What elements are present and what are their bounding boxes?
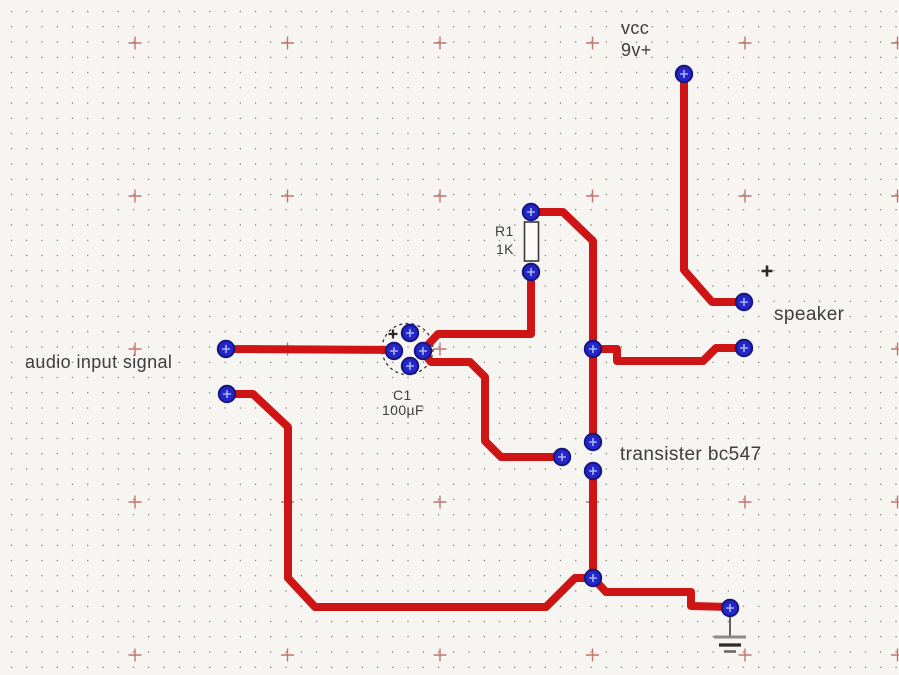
grid-cross-marker [281, 189, 294, 203]
pad-drill-cross-emitter-junction-pad [589, 574, 597, 582]
pad-drill-cross-audio-return-pad [223, 390, 231, 398]
pad-drill-cross-ground-pad [726, 604, 734, 612]
grid-cross-marker [128, 648, 142, 662]
grid-cross-marker [281, 36, 294, 50]
grid-cross-marker [891, 648, 899, 662]
copper-trace-c1-to-base [419, 349, 562, 461]
grid-cross-marker [128, 495, 142, 509]
pad-drill-cross-c1-bottom-pad [406, 362, 414, 370]
pad-drill-cross-junction-pad [589, 345, 597, 353]
copper-trace-c1-to-r1 [420, 272, 535, 353]
grid-cross-marker [586, 648, 599, 662]
pad-drill-cross-c1-top-pad [406, 329, 414, 337]
pad-drill-cross-transistor-base-pad [558, 453, 566, 461]
grid-cross-marker [891, 495, 899, 509]
grid-cross-marker [738, 36, 752, 50]
grid-cross-marker [433, 342, 447, 356]
grid-cross-marker [281, 648, 294, 662]
copper-trace-junction-to-speaker [593, 344, 744, 365]
pad-drill-cross-audio-signal-pad [222, 345, 230, 353]
c1-value-label: 100µF [382, 402, 424, 418]
grid-cross-marker [433, 36, 447, 50]
pad-drill-cross-r1-bottom-pad [527, 268, 535, 276]
copper-trace-audio-to-c1 [225, 345, 395, 354]
pad-drill-cross-vcc-pad [680, 70, 688, 78]
grid-cross-marker [128, 189, 142, 203]
grid-cross-marker [433, 495, 447, 509]
copper-trace-vcc-to-speaker [680, 74, 744, 306]
c1-designator-label: C1 [393, 387, 412, 403]
audio-input-label: audio input signal [25, 352, 173, 372]
vcc-voltage-label: 9v+ [621, 40, 652, 60]
grid-cross-marker [738, 648, 752, 662]
transistor-label: transister bc547 [620, 444, 762, 465]
pad-drill-cross-transistor-emitter-pad [589, 467, 597, 475]
grid-cross-marker [891, 189, 899, 203]
grid-cross-marker [586, 36, 599, 50]
copper-trace-r1-to-collector [531, 208, 597, 442]
grid-cross-marker [128, 342, 142, 356]
polarity-plus-icon-c1-plus [388, 329, 398, 339]
pad-drill-cross-speaker-neg-pad [740, 344, 748, 352]
grid-cross-marker [586, 189, 599, 203]
grid-cross-marker [433, 648, 447, 662]
pad-drill-cross-speaker-pos-pad [740, 298, 748, 306]
pad-drill-cross-transistor-collector-pad [589, 438, 597, 446]
grid-cross-marker [738, 189, 752, 203]
grid-cross-marker [891, 342, 899, 356]
r1-value-label: 1K [496, 241, 514, 257]
grid-cross-marker [433, 189, 447, 203]
r1-designator-label: R1 [495, 223, 514, 239]
speaker-label: speaker [774, 304, 845, 325]
grid-cross-marker [738, 495, 752, 509]
copper-trace-emitter-to-ground [590, 575, 731, 611]
pad-drill-cross-c1-right-pad [419, 347, 427, 355]
grid-cross-marker [891, 36, 899, 50]
pad-drill-cross-r1-top-pad [527, 208, 535, 216]
pad-drill-cross-c1-left-pad [390, 347, 398, 355]
resistor-body-r1 [523, 221, 540, 262]
copper-trace-audio-return-loop [227, 390, 593, 611]
grid-cross-marker [128, 36, 142, 50]
polarity-plus-icon-speaker-plus [761, 265, 773, 277]
vcc-label: vcc [621, 18, 650, 38]
